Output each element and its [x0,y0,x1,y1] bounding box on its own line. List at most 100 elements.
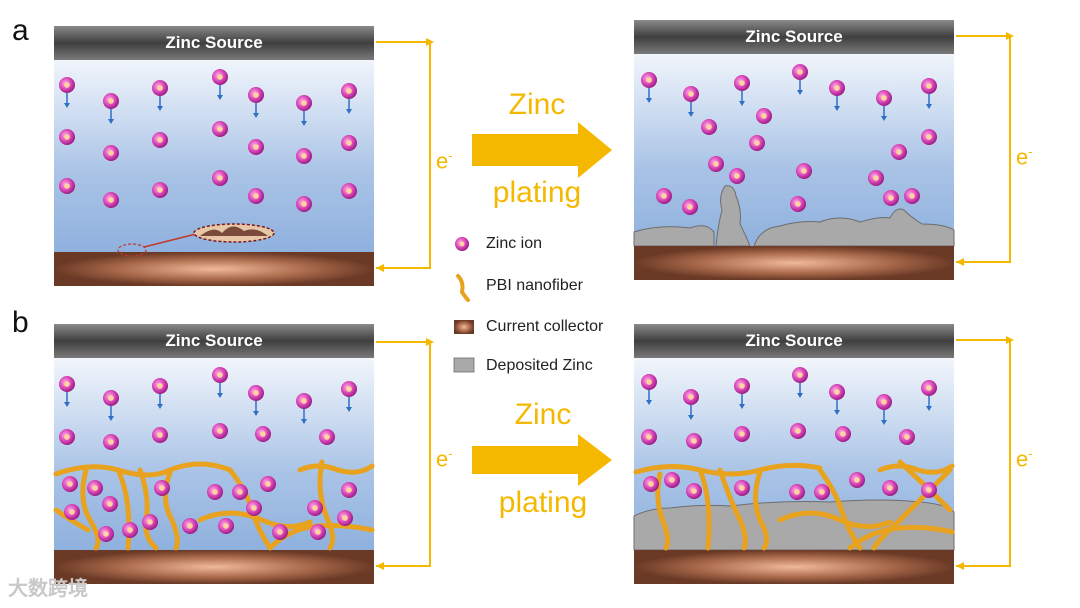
arrowhead [376,562,384,570]
zinc-ion-core [108,439,114,445]
zinc-ion-core [854,477,860,483]
legend-current-collector: Current collector [486,318,603,336]
zinc-ion-core [147,519,153,525]
zinc-ion-core [739,431,745,437]
source-label-a-right: Zinc Source [634,27,954,47]
zinc-ion-core [646,77,652,83]
legend-zinc-ion: Zinc ion [486,235,542,253]
panel-b-before [54,324,374,584]
zinc-ion-core [64,134,70,140]
circuit-b-right [956,340,1010,566]
zinc-ion-core [881,399,887,405]
zinc-ion-core [253,193,259,199]
zinc-ion-core [706,124,712,130]
plating-arrow-b [472,434,612,486]
zinc-ion-core [277,529,283,535]
current-collector [54,252,374,286]
zinc-ion-core [315,529,321,535]
zinc-ion-core [795,201,801,207]
zinc-ion-core [819,489,825,495]
zinc-ion-core [157,85,163,91]
zinc-ion-core [108,197,114,203]
zinc-ion-core [904,434,910,440]
zinc-ion-core [157,187,163,193]
zinc-ion-core [926,83,932,89]
zinc-ion-core [346,386,352,392]
zinc-ion-core [159,485,165,491]
zinc-ion-core [64,82,70,88]
legend-symbols [454,237,474,372]
zinc-ion-core [797,69,803,75]
zinc-ion-core [688,394,694,400]
watermark: 大数跨境 [8,572,88,601]
zinc-ion-core [661,193,667,199]
zinc-ion-core [834,85,840,91]
electron-label-b-right: e- [1016,446,1033,472]
arrow-label-b-line1: Zinc [468,398,618,432]
circuit-a-right [956,36,1010,262]
panel-a-before [54,26,374,286]
zinc-ion-core [157,137,163,143]
zinc-ion-core [795,428,801,434]
legend-ion-core [460,242,465,247]
zinc-ion-core [346,88,352,94]
arrowhead [956,258,964,266]
current-collector [634,550,954,584]
zinc-ion-core [840,431,846,437]
zinc-ion-core [212,489,218,495]
zinc-ion-core [217,175,223,181]
zinc-ion-core [926,487,932,493]
zinc-ion-core [739,80,745,86]
zinc-ion-core [801,168,807,174]
zinc-ion-core [324,434,330,440]
legend-nanofiber-icon [458,276,468,300]
zinc-ion-core [646,379,652,385]
electron-label-a-left: e- [436,148,453,174]
plating-arrow-a [472,122,612,178]
zinc-ion-core [688,91,694,97]
zinc-ion-core [648,481,654,487]
zinc-ion-core [301,153,307,159]
arrowhead [376,264,384,272]
zinc-ion-core [926,134,932,140]
legend-deposited-zinc: Deposited Zinc [486,357,593,375]
zinc-ion-core [127,527,133,533]
zinc-ion-core [926,385,932,391]
zinc-ion-core [646,434,652,440]
zinc-ion-core [217,372,223,378]
zinc-ion-core [157,383,163,389]
zinc-ion-core [64,434,70,440]
zinc-ion-core [346,188,352,194]
zinc-ion-core [107,501,113,507]
zinc-ion-core [301,100,307,106]
zinc-ion-core [187,523,193,529]
zinc-ion-core [312,505,318,511]
source-label-b-left: Zinc Source [54,331,374,351]
zinc-ion-core [881,95,887,101]
source-label-a-left: Zinc Source [54,33,374,53]
zinc-ion-core [687,204,693,210]
current-collector [634,246,954,280]
zinc-ion-core [346,487,352,493]
circuit-b-left [376,342,430,566]
zinc-ion-core [217,126,223,132]
source-label-b-right: Zinc Source [634,331,954,351]
zinc-ion-core [342,515,348,521]
zinc-ion-core [691,488,697,494]
zinc-ion-core [253,92,259,98]
circuit-a-left [376,42,430,268]
arrow-label-a-line2: plating [462,176,612,210]
zinc-ion-core [834,389,840,395]
zinc-ion-core [887,485,893,491]
legend-deposit-icon [454,358,474,372]
zinc-ion-core [92,485,98,491]
zinc-ion-core [64,381,70,387]
zinc-ion-core [253,390,259,396]
zinc-ion-core [301,201,307,207]
zinc-ion-core [157,432,163,438]
zinc-ion-core [108,150,114,156]
zinc-ion-core [888,195,894,201]
zinc-ion-core [346,140,352,146]
legend-collector-icon [454,320,474,334]
